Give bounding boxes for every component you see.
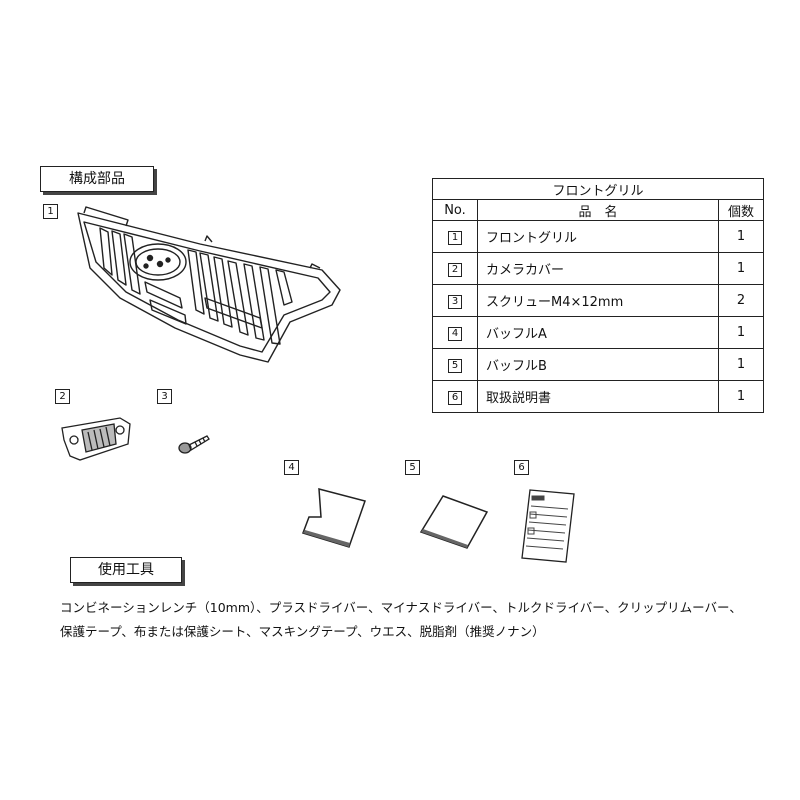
components-section-title: 構成部品	[40, 166, 154, 192]
table-row: 1 フロントグリル 1	[432, 220, 764, 253]
row-qty: 2	[718, 284, 764, 317]
header-name: 品 名	[477, 199, 719, 221]
camera-cover-illustration	[61, 417, 131, 461]
header-qty: 個数	[718, 199, 764, 221]
row-number: 1	[448, 230, 462, 245]
figure-number-5: 5	[405, 460, 420, 475]
row-qty: 1	[718, 220, 764, 253]
row-number: 4	[448, 326, 462, 341]
header-no: No.	[432, 199, 478, 221]
figure-number-3: 3	[157, 389, 172, 404]
row-number: 6	[448, 390, 462, 405]
table-row: 5 バッフルB 1	[432, 348, 764, 381]
tools-list: コンビネーションレンチ（10mm）、プラスドライバー、マイナスドライバー、トルク…	[60, 596, 780, 644]
row-name: フロントグリル	[477, 220, 719, 253]
tools-line-1: コンビネーションレンチ（10mm）、プラスドライバー、マイナスドライバー、トルク…	[60, 600, 742, 615]
figure-number-1: 1	[43, 204, 58, 219]
row-name: スクリューM4×12mm	[477, 284, 719, 317]
table-row: 3 スクリューM4×12mm 2	[432, 284, 764, 317]
table-row: 6 取扱説明書 1	[432, 380, 764, 413]
row-name: 取扱説明書	[477, 380, 719, 413]
row-qty: 1	[718, 348, 764, 381]
figure-number-6: 6	[514, 460, 529, 475]
tools-section-title: 使用工具	[70, 557, 182, 583]
manual-illustration	[521, 489, 575, 563]
table-row: 2 カメラカバー 1	[432, 252, 764, 285]
parts-table: フロントグリル No. 品 名 個数 1 フロントグリル 1 2 カメラカバー …	[432, 178, 764, 413]
row-number: 5	[448, 358, 462, 373]
baffle-b-illustration	[419, 495, 489, 549]
tools-line-2: 保護テープ、布または保護シート、マスキングテープ、ウエス、脱脂剤（推奨ノナン）	[60, 624, 545, 639]
table-row: 4 バッフルA 1	[432, 316, 764, 349]
row-number: 3	[448, 294, 462, 309]
figure-number-4: 4	[284, 460, 299, 475]
screw-illustration	[178, 435, 210, 454]
baffle-a-illustration	[302, 488, 366, 548]
row-qty: 1	[718, 316, 764, 349]
row-qty: 1	[718, 252, 764, 285]
row-name: バッフルA	[477, 316, 719, 349]
figure-number-2: 2	[55, 389, 70, 404]
row-number: 2	[448, 262, 462, 277]
row-name: バッフルB	[477, 348, 719, 381]
table-title: フロントグリル	[432, 178, 764, 200]
row-qty: 1	[718, 380, 764, 413]
row-name: カメラカバー	[477, 252, 719, 285]
